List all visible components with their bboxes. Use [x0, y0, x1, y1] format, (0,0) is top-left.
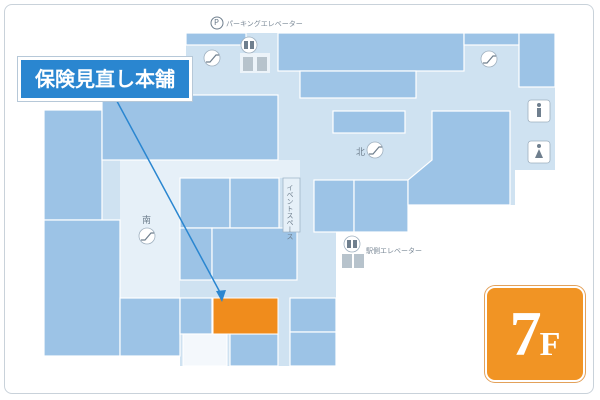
store-callout-label: 保険見直し本舗: [35, 67, 175, 91]
south-label: 南: [142, 216, 152, 226]
pointer-arrow: [216, 290, 226, 302]
elevator-icon: [343, 235, 361, 253]
restroom-male-icon: [527, 99, 551, 123]
store-right-strip: [518, 32, 556, 88]
store-center-a: [179, 177, 231, 229]
store-right-large: [407, 110, 511, 206]
store-left-bottom: [43, 219, 121, 357]
highlighted-store[interactable]: [212, 297, 279, 335]
store-left-large: [43, 109, 103, 221]
store-bottom-right-b: [289, 331, 337, 367]
parking-icon-letter: P: [214, 18, 219, 27]
store-top-left: [185, 32, 247, 46]
pointer-line: [111, 91, 223, 297]
floor-badge: 7F: [485, 286, 585, 382]
restroom-female-icon: [527, 140, 551, 164]
store-right-a: [313, 179, 355, 233]
store-top-mid: [299, 70, 417, 99]
store-center-c: [179, 227, 213, 281]
escalator-icon: [480, 50, 498, 68]
store-top-right: [463, 32, 520, 46]
elevator-door-2: [257, 57, 267, 71]
store-top-center: [277, 32, 465, 72]
station-elevator-label: 駅側エレベーター: [366, 247, 422, 255]
store-left-mid: [101, 94, 279, 161]
store-center-d: [211, 227, 298, 281]
store-bottom-right-a: [289, 297, 337, 333]
escalator-icon: [366, 141, 384, 159]
north-label: 北: [356, 148, 366, 158]
parking-elevator-label: パーキングエレベーター: [226, 20, 303, 28]
escalator-icon: [138, 227, 156, 245]
parking-icon: [210, 16, 224, 30]
room-white: [182, 333, 228, 367]
elevator-door-3: [342, 254, 352, 268]
event-space: [282, 177, 301, 233]
store-bottom-b: [229, 333, 279, 367]
store-center-b: [229, 177, 280, 229]
store-blocks: [43, 32, 556, 367]
floor-suffix: F: [539, 326, 561, 363]
event-space-label: イベントスペース: [286, 184, 294, 240]
elevator-door-1: [243, 57, 253, 71]
escalator-icon: [203, 49, 221, 67]
store-small-center: [332, 110, 406, 134]
elevator-icon: [240, 36, 258, 54]
store-bottom-a: [179, 297, 213, 335]
elevator-door-4: [354, 254, 364, 268]
floor-number: 7: [509, 298, 542, 369]
store-left-bottom-2: [119, 297, 181, 357]
store-callout[interactable]: 保険見直し本舗: [18, 57, 192, 101]
store-right-b: [353, 179, 409, 233]
